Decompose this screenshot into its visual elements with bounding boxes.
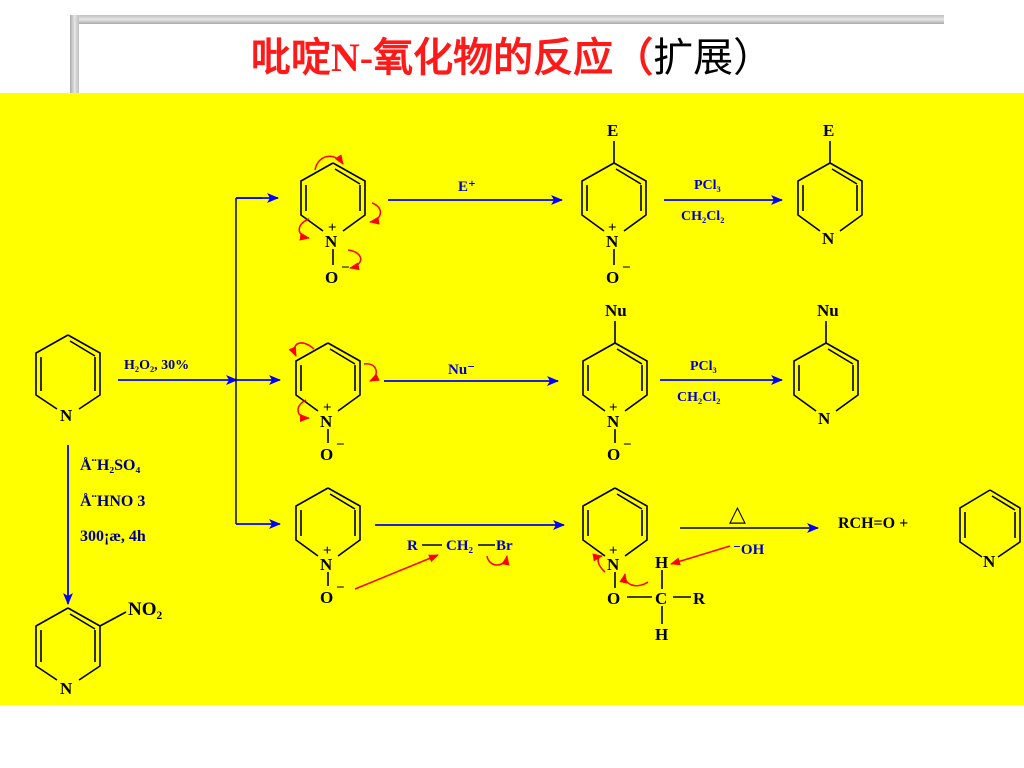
atom-n-nitropyridine: N bbox=[60, 679, 73, 698]
reagent-pcl3-mid: PCl₃ bbox=[690, 359, 717, 374]
atom-o-bottom: O bbox=[320, 588, 333, 607]
reagent-br: Br bbox=[496, 538, 513, 554]
e-n-oxide bbox=[581, 141, 647, 265]
atom-nu-pyridine: Nu bbox=[817, 301, 839, 320]
atom-n-bottom: N bbox=[320, 555, 333, 574]
reaction-scheme: N H₂O₂, 30% N + O − E⁺ E N + O − PCl₃ CH… bbox=[35, 121, 1021, 698]
reagent-e-plus: E⁺ bbox=[458, 179, 476, 195]
charge-plus-e-noxide: + bbox=[608, 220, 617, 236]
reagent-r: R bbox=[407, 538, 418, 554]
title-frame bbox=[70, 15, 944, 93]
atom-o-nu-noxide: O bbox=[607, 445, 620, 464]
title-frame-left bbox=[70, 15, 79, 93]
atom-o-e-noxide: O bbox=[606, 268, 619, 287]
branch-lines bbox=[235, 197, 262, 524]
charge-plus-mid: + bbox=[323, 400, 332, 416]
atom-nu-noxide: Nu bbox=[605, 301, 627, 320]
title-extra: 扩展 bbox=[653, 35, 734, 80]
reagent-nu-minus: Nu⁻ bbox=[448, 362, 475, 378]
reagent-ch2: CH₂ bbox=[446, 538, 474, 554]
group-no2: NO₂ bbox=[128, 599, 163, 620]
e-pyridine bbox=[797, 141, 863, 232]
atom-c-alkyl: C bbox=[655, 589, 667, 608]
curved-arrows-alkylation bbox=[354, 554, 510, 590]
curved-arrows-elimination bbox=[592, 545, 731, 587]
reagent-oh-minus: ⁻OH bbox=[733, 542, 765, 558]
charge-plus-top: + bbox=[328, 220, 337, 236]
reagent-ch2cl2-mid: CH₂Cl₂ bbox=[677, 390, 720, 405]
charge-plus-bottom: + bbox=[323, 543, 332, 559]
reagent-pcl3-top: PCl₃ bbox=[694, 178, 721, 193]
curved-arrows-top bbox=[298, 154, 382, 271]
atom-n-mid: N bbox=[320, 412, 333, 431]
title-main: 吡啶N-氧化物的反应（ bbox=[250, 35, 654, 80]
reagent-heat: △ bbox=[729, 501, 746, 526]
product-rcho: RCH=O + bbox=[838, 515, 908, 532]
atom-n-start: N bbox=[60, 406, 73, 425]
atom-r-alkyl: R bbox=[693, 589, 706, 608]
n-oxide-top bbox=[300, 162, 366, 265]
atom-e-pyridine: E bbox=[823, 121, 834, 140]
charge-plus-nu-noxide: + bbox=[609, 400, 618, 416]
charge-minus-mid: − bbox=[336, 437, 345, 453]
title-close: ） bbox=[733, 35, 774, 80]
atom-n-product: N bbox=[983, 552, 996, 571]
reaction-panel: N H₂O₂, 30% N + O − E⁺ E N + O − PCl₃ CH… bbox=[0, 93, 1024, 705]
nu-n-oxide bbox=[582, 321, 648, 443]
charge-plus-pyridinium: + bbox=[609, 543, 618, 559]
reagent-oxidation: H₂O₂, 30% bbox=[124, 358, 189, 373]
charge-minus-e-noxide: − bbox=[622, 260, 631, 276]
reagent-nitration-2: Å¨HNO 3 bbox=[80, 492, 145, 510]
reagent-nitration-1: Å¨H₂SO₄ bbox=[80, 456, 140, 474]
charge-minus-bottom: − bbox=[336, 580, 345, 596]
page-title: 吡啶N-氧化物的反应（扩展） bbox=[0, 34, 1024, 82]
atom-o-mid: O bbox=[320, 445, 333, 464]
atom-n-e-noxide: N bbox=[606, 232, 619, 251]
reagent-nitration-3: 300¡æ, 4h bbox=[80, 528, 146, 545]
atom-n-nu-noxide: N bbox=[607, 412, 620, 431]
pyridine-start bbox=[35, 334, 101, 410]
atom-o-top: O bbox=[325, 268, 338, 287]
atom-n-top: N bbox=[325, 232, 338, 251]
title-frame-top bbox=[70, 15, 944, 24]
atom-n-e-pyridine: N bbox=[822, 229, 835, 248]
atom-h-lower: H bbox=[655, 625, 668, 644]
n-oxide-bottom bbox=[295, 487, 361, 586]
atom-n-nu-pyridine: N bbox=[818, 409, 831, 428]
charge-minus-top: − bbox=[341, 260, 350, 276]
nitropyridine bbox=[35, 607, 127, 681]
o-alkyl-pyridinium bbox=[582, 487, 691, 624]
curved-arrows-mid bbox=[288, 342, 380, 422]
atom-n-pyridinium: N bbox=[607, 555, 620, 574]
reagent-ch2cl2-top: CH₂Cl₂ bbox=[681, 209, 724, 224]
n-oxide-mid bbox=[295, 342, 361, 443]
atom-h-upper: H bbox=[655, 553, 668, 572]
charge-minus-nu-noxide: − bbox=[623, 437, 632, 453]
pyridine-product bbox=[959, 489, 1021, 558]
atom-o-pyridinium: O bbox=[607, 589, 620, 608]
atom-e-noxide: E bbox=[607, 121, 618, 140]
nu-pyridine bbox=[793, 321, 859, 412]
